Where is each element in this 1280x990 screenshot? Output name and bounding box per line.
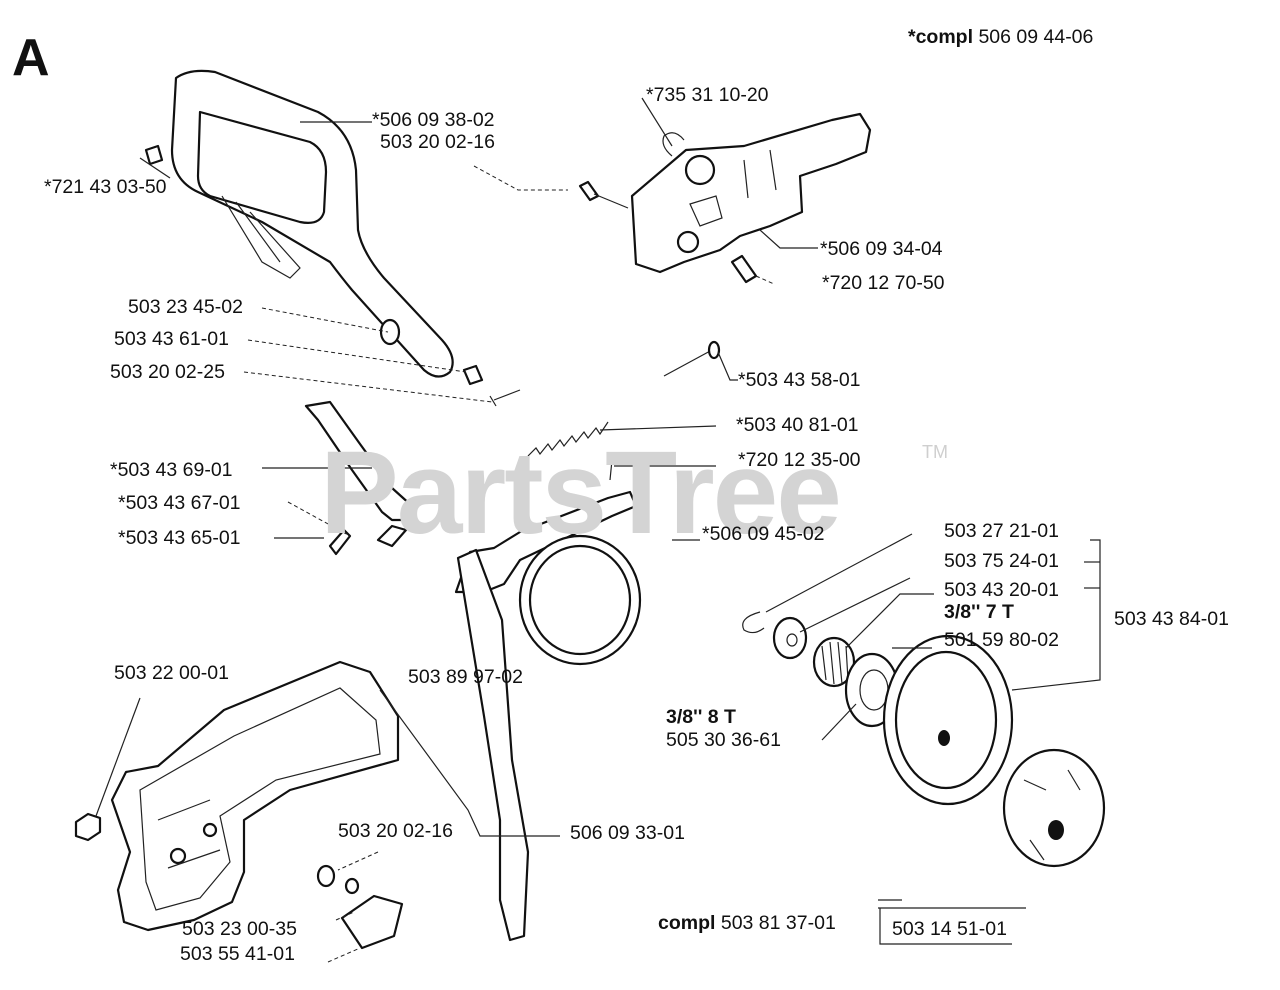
part-label: 503 43 61-01	[114, 328, 229, 350]
leader-lines	[95, 97, 1101, 963]
clutch-cover-part	[110, 660, 400, 932]
hand-guard-part	[170, 69, 454, 378]
pitch-label: 3/8'' 8 T	[666, 706, 736, 728]
part-label: *503 43 69-01	[110, 459, 233, 481]
part-label: 501 59 80-02	[944, 629, 1059, 651]
trademark-mark: TM	[922, 442, 948, 462]
pin-part	[730, 254, 758, 284]
pitch-text: 3/8'' 7 T	[944, 601, 1014, 623]
section-letter: A	[12, 29, 50, 87]
washer-part	[772, 616, 808, 660]
part-label: 503 23 00-35	[182, 918, 297, 940]
part-label: *720 12 35-00	[738, 449, 861, 471]
clutch-drum-part	[882, 634, 1014, 806]
spring-part	[527, 421, 609, 457]
brake-housing-part	[630, 112, 872, 274]
part-label: *720 12 70-50	[822, 272, 945, 294]
washer-part	[316, 864, 336, 888]
compl-top-label: *compl 506 09 44-06	[908, 26, 1093, 48]
washer-part	[379, 318, 401, 346]
part-label: *506 09 38-02	[372, 109, 495, 131]
watermark: PartsTree	[320, 427, 842, 559]
part-label: 506 09 33-01	[570, 822, 685, 844]
part-label: *506 09 34-04	[820, 238, 943, 260]
part-label: *503 43 58-01	[738, 369, 861, 391]
part-label: 503 43 20-01	[944, 579, 1059, 601]
guide-plate-part	[456, 548, 530, 942]
part-label: 505 30 36-61	[666, 729, 781, 751]
brake-band-part	[454, 490, 642, 666]
screw-part	[489, 389, 521, 407]
compl-number: 506 09 44-06	[978, 26, 1094, 48]
compl-prefix: *compl	[908, 26, 974, 48]
compl-number: 503 81 37-01	[720, 912, 836, 934]
part-label: 503 20 02-25	[110, 361, 225, 383]
needle-bearing-part	[812, 636, 856, 688]
circlip-part	[742, 611, 765, 634]
bushing-part	[462, 364, 484, 386]
circlip-part	[662, 132, 685, 157]
pitch-text: 3/8'' 8 T	[666, 706, 736, 728]
part-label: *503 43 65-01	[118, 527, 241, 549]
clutch-shoe-part	[1002, 748, 1106, 868]
clip-part	[376, 524, 408, 548]
compl-bottom-label: compl 503 81 37-01	[658, 912, 836, 934]
nut-part	[74, 812, 102, 842]
screw-part	[578, 180, 629, 209]
part-label: 503 23 45-02	[128, 296, 243, 318]
part-label: 503 89 97-02	[408, 666, 523, 688]
part-label: *735 31 10-20	[646, 84, 769, 106]
bracket-part	[340, 894, 404, 950]
compl-prefix: compl	[658, 912, 716, 934]
pin-part	[609, 459, 613, 481]
pin-part	[663, 340, 721, 377]
part-label: 503 20 02-16	[380, 131, 495, 153]
pin-part	[144, 144, 164, 166]
part-label: 503 75 24-01	[944, 550, 1059, 572]
part-label: 503 55 41-01	[180, 943, 295, 965]
lever-part	[304, 400, 414, 522]
part-label: *503 43 67-01	[118, 492, 241, 514]
part-label: 503 43 84-01	[1114, 608, 1229, 630]
part-label: *721 43 03-50	[44, 176, 167, 198]
washer-part	[344, 877, 360, 895]
part-label: 503 20 02-16	[338, 820, 453, 842]
part-label: 503 14 51-01	[892, 918, 1007, 940]
pitch-label: 3/8'' 7 T	[944, 601, 1014, 623]
part-label: *506 09 45-02	[702, 523, 825, 545]
part-label: *503 40 81-01	[736, 414, 859, 436]
part-label: 503 22 00-01	[114, 662, 229, 684]
part-label: 503 27 21-01	[944, 520, 1059, 542]
